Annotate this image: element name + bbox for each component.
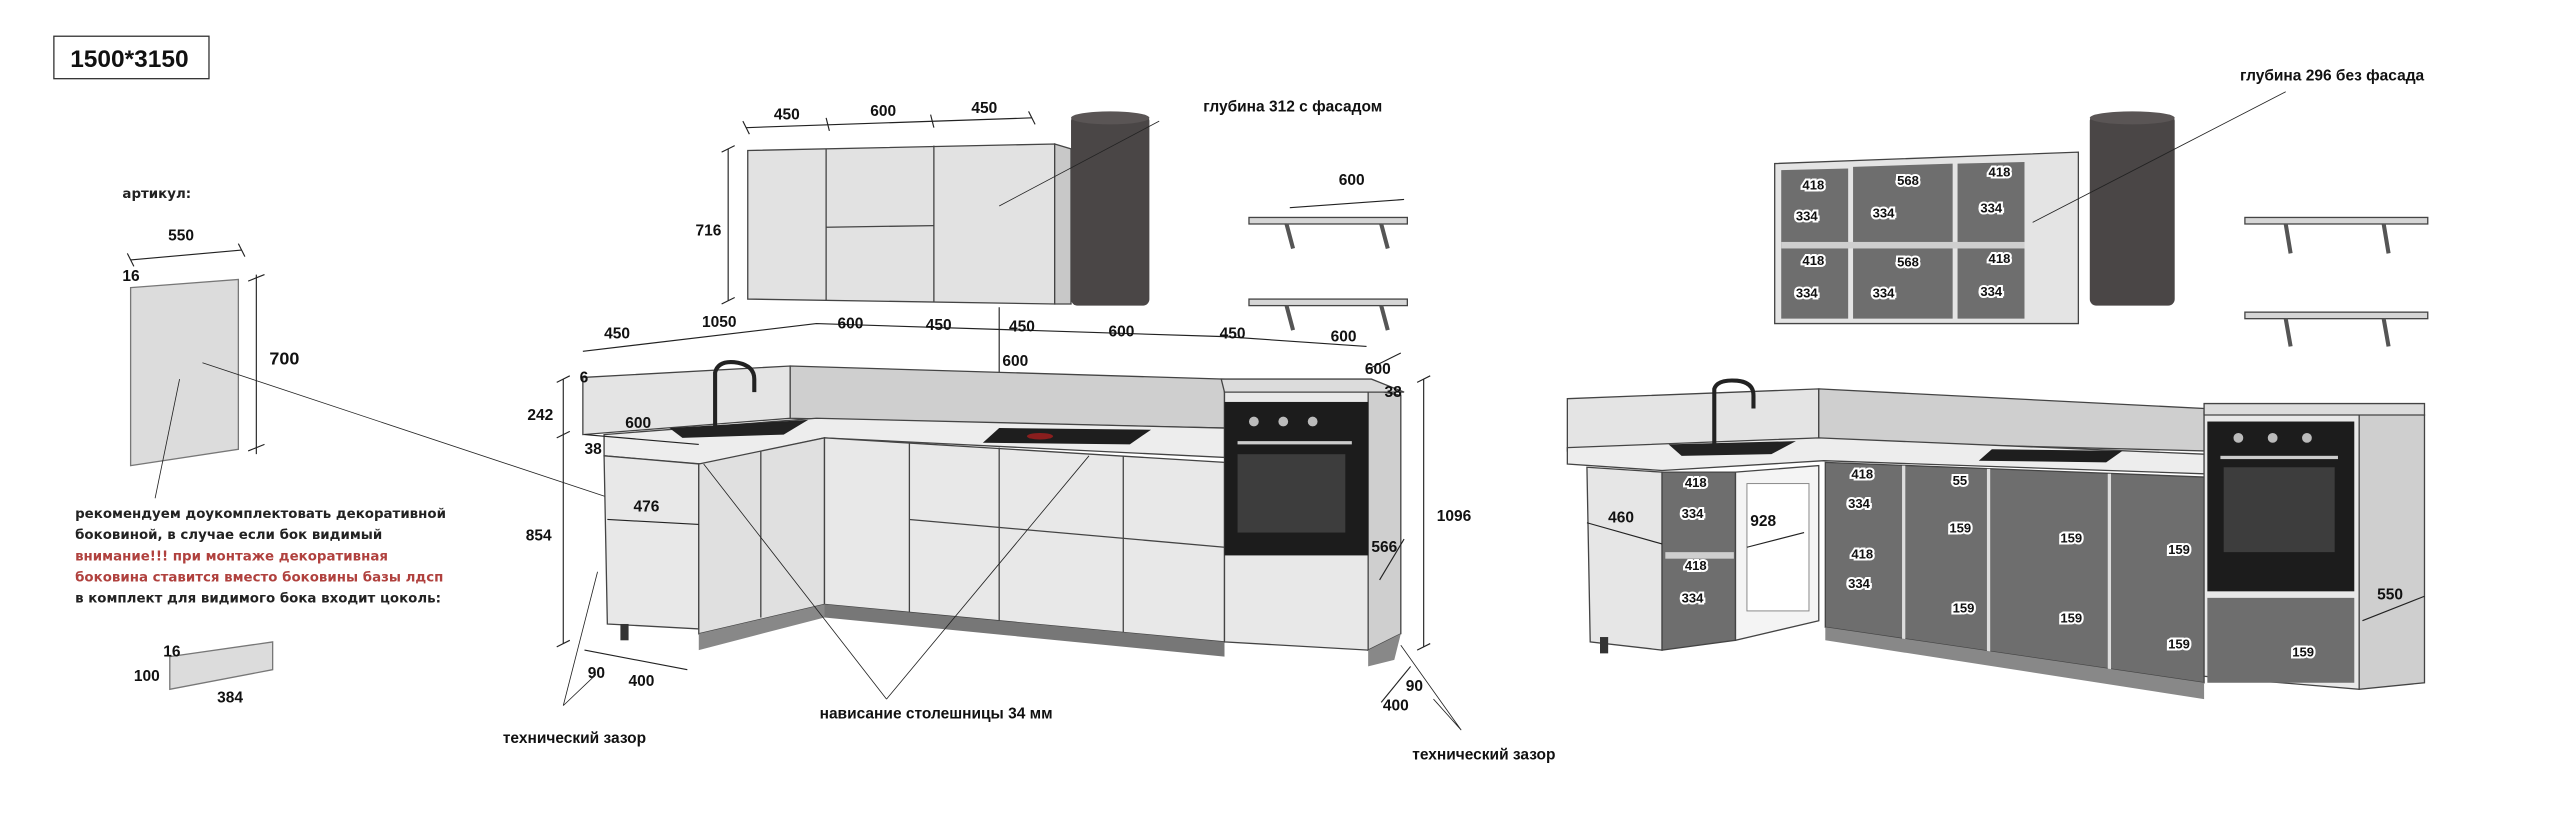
base-depth: 476 [633,498,659,515]
column-plinth-offset: 90 [1406,678,1423,695]
cooker-hood [1071,111,1150,306]
upper-bottom-width-1: 418 [1802,253,1824,268]
corner-width-1: 418 [1685,475,1707,490]
shelf-width: 600 [1339,172,1365,189]
plinth-depth: 400 [629,673,655,690]
drawer-2-height-1: 159 [2060,530,2082,545]
column-depth-2: 550 [2377,586,2403,603]
upper-bottom-width-3: 418 [1989,251,2011,266]
sink-depth: 600 [625,415,651,432]
drawer-1-height-3: 159 [1953,601,1975,616]
upper-width-3: 450 [971,100,997,117]
base-width-4: 450 [926,317,952,334]
wall-shelf-2 [1248,298,1408,331]
corner-opening: 928 [1750,513,1776,530]
size-label: 1500*3150 [70,46,188,73]
upper-depth-note-2: глубина 296 без фасада [2240,67,2425,84]
plinth-offset: 90 [588,665,605,682]
column-counter: 38 [1384,384,1402,401]
base-width-7: 450 [1220,325,1246,342]
wall-shelf-4 [2244,311,2429,347]
drawer-1-height-1: 55 [1953,473,1968,488]
size-box: 1500*3150 [53,35,210,80]
corner-height-1: 334 [1682,506,1705,521]
counter-thickness: 38 [584,441,602,458]
front-view: 450 600 450 716 глубина 312 с фасадом 60… [503,98,1556,763]
upper-bottom-height-3: 334 [1980,284,2003,299]
backsplash-height: 242 [527,407,553,424]
panel-thickness: 16 [122,268,140,285]
decorative-side-panel [129,278,240,467]
faucet [713,360,757,429]
base-width-5: 450 [1009,319,1035,336]
upper-top-height-1: 334 [1796,209,1819,224]
notes: рекомендуем доукомплектовать декоративно… [75,507,446,607]
base-width-1: 450 [604,325,630,342]
upper-top-height-3: 334 [1980,201,2003,216]
gap-above-counter: 600 [1002,353,1028,370]
article-label: артикул: [122,187,191,202]
sink-cab-width-2: 418 [1851,547,1873,562]
cooker-hood-2 [2089,111,2175,306]
tech-gap-right: технический зазор [1412,746,1555,763]
sink [669,419,809,438]
upper-height: 716 [696,222,722,239]
upper-top-width-2: 568 [1897,173,1919,188]
drawer-3-height-1: 159 [2168,542,2190,557]
base-width-2: 1050 [702,314,736,331]
column-depth: 600 [1365,361,1391,378]
note-line-1: рекомендуем доукомплектовать декоративно… [75,507,446,522]
upper-top-width-1: 418 [1802,178,1824,193]
plinth-height: 100 [134,668,160,685]
base-width-3: 600 [838,315,864,332]
base-width-8: 600 [1331,329,1357,346]
wall-shelf-1 [1248,216,1408,249]
overhang-note: нависание столешницы 34 мм [820,706,1053,723]
oven-column [1220,378,1405,667]
drawer-2-height-2: 159 [2060,610,2082,625]
upper-width-1: 450 [774,106,800,123]
upper-bottom-width-2: 568 [1897,254,1919,269]
drawer-3-height-2: 159 [2168,636,2190,651]
plinth [169,641,274,691]
upper-top-height-2: 334 [1873,205,1896,220]
side-panel-drawing: артикул: 550 16 700 [122,187,626,504]
panel-width: 550 [168,227,194,244]
column-drawer-height: 159 [2292,645,2314,660]
corner-side-depth: 460 [1608,510,1634,527]
cooktop [982,428,1152,445]
warning-line-1: внимание!!! при монтаже декоративная [75,549,388,564]
column-height: 1096 [1437,508,1472,525]
sink-cab-width-1: 418 [1851,467,1873,482]
upper-bottom-height-2: 334 [1873,285,1896,300]
corner-height-2: 334 [1682,591,1705,606]
base-width-6: 600 [1109,324,1135,341]
drawer-1-height-2: 159 [1949,521,1971,536]
upper-bottom-height-1: 334 [1796,285,1819,300]
backsplash-thickness: 6 [580,369,589,386]
plinth-thickness: 16 [163,644,181,661]
interior-view: 418 568 418 334 334 334 418 568 418 334 … [1566,67,2429,700]
warning-line-2: боковина ставится вместо боковины базы л… [75,570,443,586]
upper-cabinets [747,143,1072,305]
column-plinth-depth: 400 [1383,698,1409,715]
upper-depth-note: глубина 312 с фасадом [1203,98,1382,115]
sink-cab-height-2: 334 [1848,576,1871,591]
oven-column-2 [2203,402,2426,691]
plinth-drawing: 16 100 384 [134,641,274,706]
wall-shelf-3 [2244,216,2429,254]
upper-width-2: 600 [870,103,896,120]
upper-top-width-3: 418 [1989,165,2011,180]
note-line-3: в комплект для видимого бока входит цоко… [75,591,441,607]
plinth-length: 384 [217,689,243,706]
tech-gap-left: технический зазор [503,730,646,747]
column-side: 566 [1371,539,1397,556]
panel-height: 700 [269,348,299,368]
note-line-2: боковиной, в случае если бок видимый [75,527,382,543]
sink-cab-height-1: 334 [1848,496,1871,511]
base-height: 854 [526,528,552,545]
corner-width-2: 418 [1685,558,1707,573]
upper-cabinets-open: 418 568 418 334 334 334 418 568 418 334 … [1774,151,2080,325]
